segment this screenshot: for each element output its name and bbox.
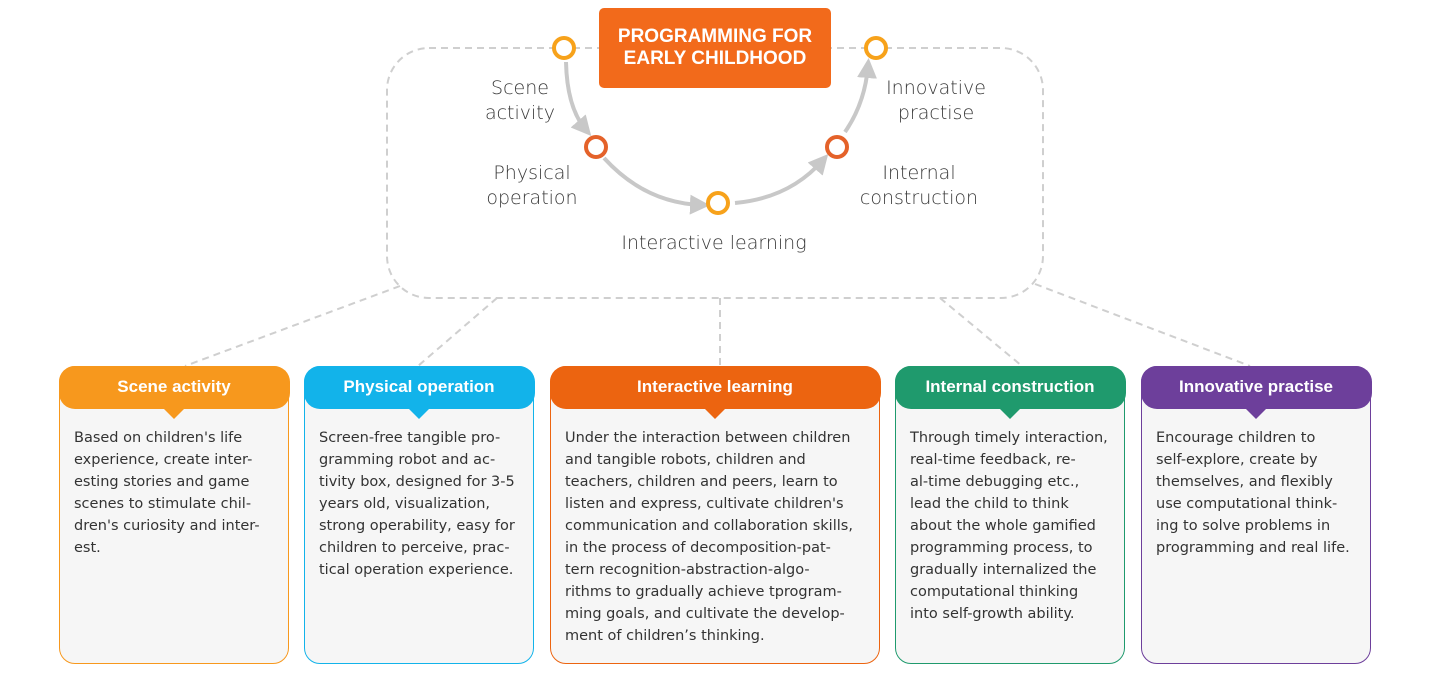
node-scene — [552, 36, 576, 60]
node-internal — [825, 135, 849, 159]
card-text-line: tical operation experience. — [319, 562, 514, 578]
card-body-innovative: Encourage children to self-explore, creat… — [1156, 427, 1358, 559]
title-line-2: EARLY CHILDHOOD — [623, 48, 807, 69]
stage-label-internal: Internal construction — [859, 162, 979, 209]
card-header-physical: Physical operation — [303, 365, 535, 419]
connector-innovative — [1034, 283, 1251, 367]
card-text-line: tivity box, designed for 3-5 — [319, 474, 515, 490]
card-scene-activity: Scene activity Based on children's life e… — [58, 365, 290, 664]
card-text-line: tern recognition-abstraction-algo- — [565, 562, 810, 578]
card-text-line: in the process of decomposition-pat- — [565, 540, 831, 556]
card-text-line: dren's curiosity and inter- — [74, 518, 260, 534]
card-text-line: experience, create inter- — [74, 452, 253, 468]
card-text-line: communication and collaboration skills, — [565, 518, 853, 534]
arrow-physical-to-interactive — [602, 156, 710, 215]
card-text-line: strong operability, easy for — [319, 518, 515, 534]
card-text-line: and tangible robots, children and — [565, 452, 806, 468]
card-text-line: real-time feedback, re- — [910, 452, 1076, 468]
card-header-interactive: Interactive learning — [549, 365, 881, 419]
stage-label-physical: Physical operation — [486, 162, 578, 209]
card-text-line: Under the interaction between children — [565, 430, 851, 446]
card-innovative-practise: Innovative practise Encourage children t… — [1140, 365, 1372, 664]
card-text-line: listen and express, cultivate children's — [565, 496, 844, 512]
card-text-line: children to perceive, prac- — [319, 540, 510, 556]
card-text-line: gramming robot and ac- — [319, 452, 496, 468]
card-text-line: est. — [74, 540, 101, 556]
arrow-scene-to-physical — [564, 61, 592, 137]
stage-label-innovative: Innovative practise — [886, 77, 986, 124]
card-text-line: ment of children’s thinking. — [565, 628, 765, 644]
card-text-line: lead the child to think — [910, 496, 1069, 512]
card-text-line: Through timely interaction, — [910, 430, 1108, 446]
card-body-scene: Based on children's life experience, crea… — [74, 427, 276, 559]
card-body-internal: Through timely interaction, real-time fee… — [910, 427, 1112, 625]
card-internal-construction: Internal construction Through timely int… — [894, 365, 1126, 664]
card-body-physical: Screen-free tangible pro-gramming robot … — [319, 427, 521, 581]
card-text-line: years old, visualization, — [319, 496, 491, 512]
card-text-line: rithms to gradually achieve tprogram- — [565, 584, 842, 600]
card-interactive-learning: Interactive learning Under the interacti… — [549, 365, 881, 664]
card-text-line: Screen-free tangible pro- — [319, 430, 501, 446]
card-text-line: programming process, to — [910, 540, 1093, 556]
diagram-title: PROGRAMMING FOR EARLY CHILDHOOD — [599, 8, 831, 88]
card-text-line: scenes to stimulate chil- — [74, 496, 252, 512]
node-physical — [584, 135, 608, 159]
connector-physical — [417, 297, 498, 367]
card-text-line: programming and real life. — [1156, 540, 1350, 556]
arrow-internal-to-innovative — [843, 58, 877, 134]
stage-label-interactive: Interactive learning — [621, 232, 807, 254]
card-text-line: into self-growth ability. — [910, 606, 1075, 622]
card-text-line: esting stories and game — [74, 474, 250, 490]
card-body-interactive: Under the interaction between children an… — [565, 427, 867, 647]
title-line-1: PROGRAMMING FOR — [617, 26, 813, 47]
card-header-scene: Scene activity — [58, 365, 290, 419]
card-text-line: ming goals, and cultivate the develop- — [565, 606, 845, 622]
node-interactive — [706, 191, 730, 215]
card-text-line: self-explore, create by — [1156, 452, 1318, 468]
card-text-line: about the whole gamified — [910, 518, 1096, 534]
card-text-line: Encourage children to — [1156, 430, 1316, 446]
dashed-frame — [386, 47, 1044, 299]
node-innovative — [864, 36, 888, 60]
card-text-line: teachers, children and peers, learn to — [565, 474, 838, 490]
card-text-line: al-time debugging etc., — [910, 474, 1080, 490]
card-header-internal: Internal construction — [894, 365, 1126, 419]
connector-internal — [939, 297, 1023, 367]
card-text-line: ing to solve problems in — [1156, 518, 1331, 534]
card-header-innovative: Innovative practise — [1140, 365, 1372, 419]
connector-scene — [184, 285, 401, 367]
card-text-line: gradually internalized the — [910, 562, 1097, 578]
card-physical-operation: Physical operation Screen-free tangible … — [303, 365, 535, 664]
card-text-line: use computational think- — [1156, 496, 1338, 512]
card-text-line: themselves, and flexibly — [1156, 474, 1333, 490]
stage-label-scene: Scene activity — [484, 77, 556, 124]
arrow-interactive-to-internal — [734, 153, 829, 205]
card-text-line: computational thinking — [910, 584, 1079, 600]
card-text-line: Based on children's life — [74, 430, 243, 446]
